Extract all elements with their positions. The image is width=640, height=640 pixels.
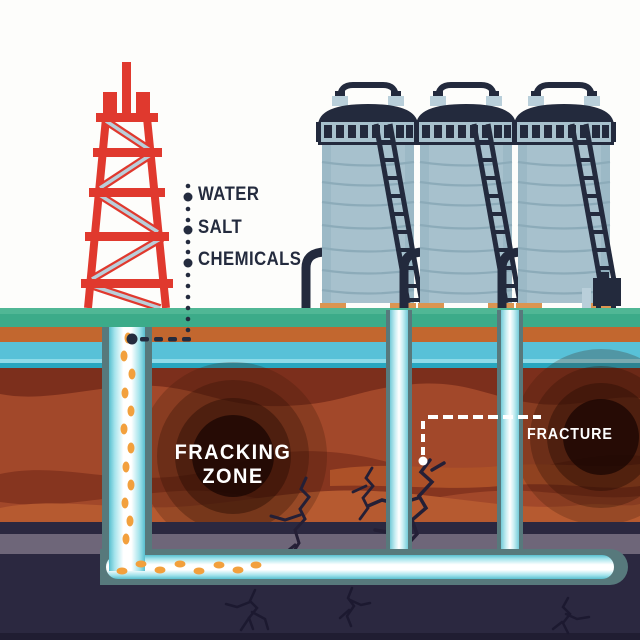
fracture-pointer-line: [418, 415, 541, 466]
wellbore-pipe: [100, 327, 628, 585]
fracking-zone-label: FRACKING ZONE: [157, 441, 309, 489]
drilling-derrick-icon: [81, 62, 173, 312]
fracking-zone-rings: [139, 362, 327, 550]
pump-unit-icon: [582, 272, 621, 310]
salt-label: SALT: [198, 217, 243, 238]
fracture-label: FRACTURE: [527, 426, 613, 443]
chemicals-pointer-line: [126, 183, 193, 345]
water-label: WATER: [198, 184, 260, 205]
fracking-zone-line2: ZONE: [202, 465, 264, 488]
fracking-zone-line1: FRACKING: [174, 441, 292, 464]
tank-injection-pipes: [386, 310, 523, 560]
chemicals-label: CHEMICALS: [198, 249, 302, 270]
fracture-zone-rings: [513, 349, 640, 525]
